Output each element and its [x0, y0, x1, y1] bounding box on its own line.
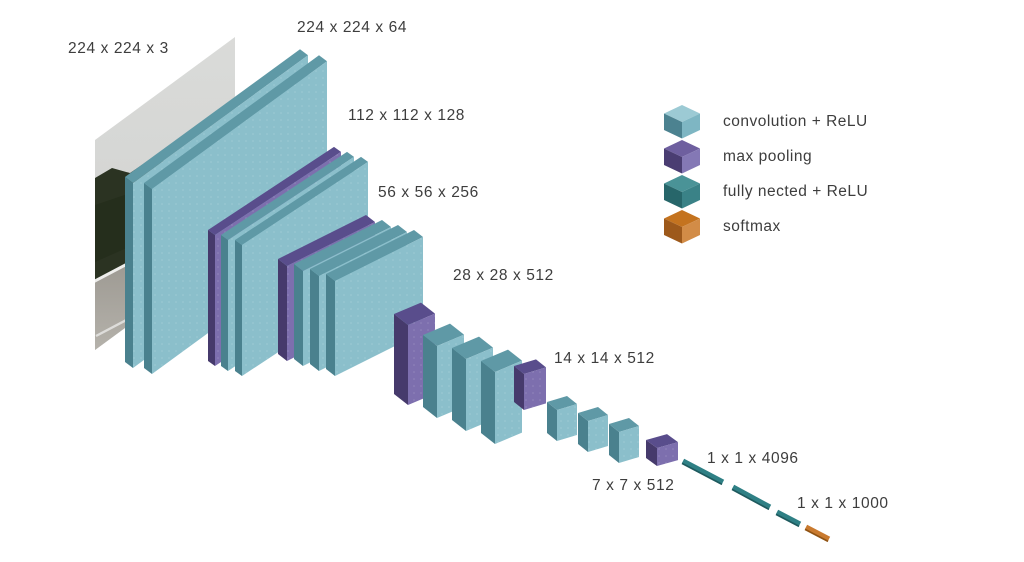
dim-label-stage-3: 56 x 56 x 256	[378, 184, 479, 201]
fc-swatch-cube-icon	[664, 174, 700, 208]
stage-7	[681, 458, 772, 511]
stage-6	[646, 434, 678, 466]
slab-side	[452, 348, 466, 431]
slab-side	[423, 335, 437, 418]
cube-left-face	[664, 218, 682, 243]
slab-side	[235, 240, 242, 376]
dim-label-stage-5: 14 x 14 x 512	[554, 350, 655, 367]
legend-item-fc: fully nected + ReLU	[662, 174, 868, 209]
slab-side	[514, 366, 524, 410]
slab-top	[235, 156, 368, 245]
cube-left-face	[664, 113, 682, 138]
slab-side	[221, 235, 228, 371]
dim-label-stage-7: 1 x 1 x 4096	[707, 450, 799, 467]
slab-face-texture	[557, 404, 577, 441]
slab-top	[578, 407, 608, 421]
legend-item-conv: convolution + ReLU	[662, 104, 868, 139]
slab-side	[326, 274, 335, 376]
cube-right-face	[682, 148, 700, 173]
slab-side	[646, 440, 657, 466]
legend-label-pool: max pooling	[723, 147, 813, 165]
slab-side	[144, 183, 152, 374]
legend-item-pool: max pooling	[662, 139, 868, 174]
layer-stage5-pool-1	[514, 359, 546, 410]
cube-left-face	[664, 183, 682, 208]
slab-side	[609, 424, 619, 463]
dash-shadow-edge	[804, 528, 829, 543]
dim-label-stage-4: 28 x 28 x 512	[453, 267, 554, 284]
slab-top	[394, 302, 435, 325]
dash-body	[804, 524, 831, 542]
legend-label-conv: convolution + ReLU	[723, 112, 868, 130]
slab-side	[208, 230, 215, 366]
slab-top	[208, 146, 341, 235]
cube-right-face	[682, 218, 700, 243]
slab-top	[452, 336, 493, 359]
slab-face-texture	[524, 367, 546, 410]
slab-top	[547, 396, 577, 410]
layer-stage5-conv-4	[609, 418, 639, 463]
dim-label-stage-6: 7 x 7 x 512	[592, 477, 675, 494]
slab-side	[278, 259, 287, 361]
slab-side	[481, 361, 495, 444]
layer-stage8-softmax-2	[804, 524, 831, 543]
dash-body	[731, 484, 772, 510]
dim-label-stage-8: 1 x 1 x 1000	[797, 495, 889, 512]
slab-face-texture	[657, 442, 678, 466]
dim-label-input: 224 x 224 x 3	[68, 40, 169, 57]
layer-stage5-conv-3	[578, 407, 608, 452]
slab-top	[278, 215, 375, 266]
slab-top	[310, 225, 407, 276]
softmax-swatch-cube-icon	[664, 209, 700, 243]
slab-top	[326, 230, 423, 281]
layer-stage7-fc-2	[731, 484, 772, 511]
legend-item-softmax: softmax	[662, 209, 868, 244]
cube-right-face	[682, 113, 700, 138]
pool-swatch-cube-icon	[664, 139, 700, 173]
slab-top	[609, 418, 639, 432]
slab-top	[125, 49, 308, 183]
slab-top	[144, 55, 327, 189]
slab-top	[221, 151, 354, 240]
cube-right-face	[682, 183, 700, 208]
layer-stage6-pool-1	[646, 434, 678, 466]
slab-top	[646, 434, 678, 448]
layer-stage8-fc-1	[775, 509, 802, 528]
legend-label-softmax: softmax	[723, 217, 781, 235]
layer-stage5-conv-2	[547, 396, 577, 441]
dim-label-stage-1: 224 x 224 x 64	[297, 19, 408, 36]
slab-side	[547, 402, 557, 441]
legend: convolution + ReLU max pooling fully necte…	[662, 104, 868, 244]
slab-side	[294, 264, 303, 366]
stage-4	[394, 302, 522, 444]
dim-label-stage-2: 112 x 112 x 128	[348, 107, 466, 124]
layer-stage7-fc-1	[681, 458, 725, 486]
slab-top	[294, 220, 391, 271]
stage-5	[514, 359, 639, 463]
slab-side	[310, 269, 319, 371]
slab-side	[394, 314, 408, 405]
slab-face-texture	[619, 426, 639, 463]
slab-side	[578, 413, 588, 452]
slab-top	[514, 359, 546, 374]
stage-3	[278, 215, 423, 376]
cube-left-face	[664, 148, 682, 173]
stage-8	[775, 509, 831, 543]
slab-face-texture	[588, 415, 608, 452]
conv-swatch-cube-icon	[664, 104, 700, 138]
dash-shadow-edge	[775, 513, 800, 528]
slab-top	[481, 349, 522, 372]
slab-top	[423, 323, 464, 346]
dash-body	[681, 458, 725, 485]
slab-side	[125, 177, 133, 368]
dash-shadow-edge	[731, 488, 770, 511]
legend-label-fc: fully nected + ReLU	[723, 182, 869, 200]
dash-shadow-edge	[681, 462, 723, 486]
dash-body	[775, 509, 802, 527]
